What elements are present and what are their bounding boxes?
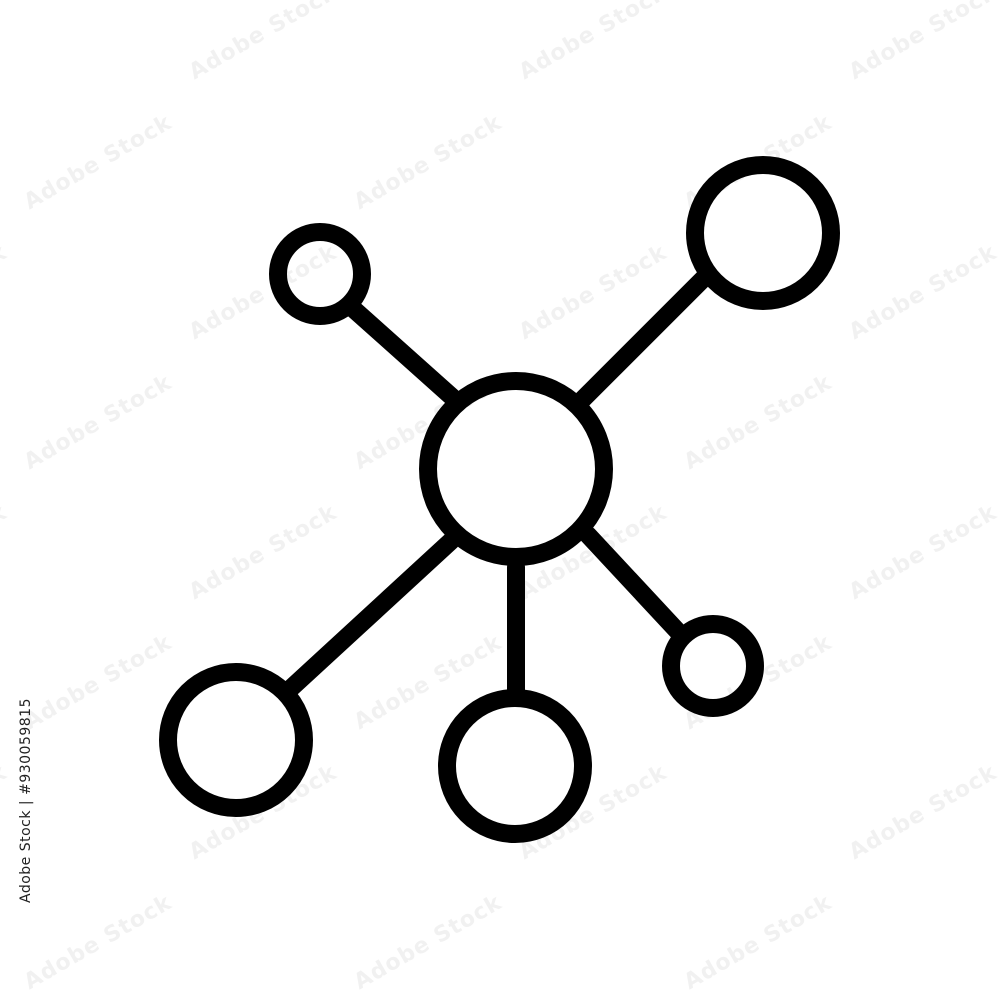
stock-id-label: Adobe Stock | #930059815 [18, 698, 34, 903]
connector-top-left [340, 296, 461, 406]
connector-bottom-left [280, 532, 460, 699]
bottom-center-node [438, 689, 592, 843]
center-node [419, 372, 613, 566]
top-right-node [686, 156, 840, 310]
connector-top-right [574, 268, 714, 408]
connector-bottom-right [579, 526, 691, 645]
bottom-left-node [159, 663, 313, 817]
top-left-node [269, 223, 371, 325]
bottom-right-node [662, 615, 764, 717]
